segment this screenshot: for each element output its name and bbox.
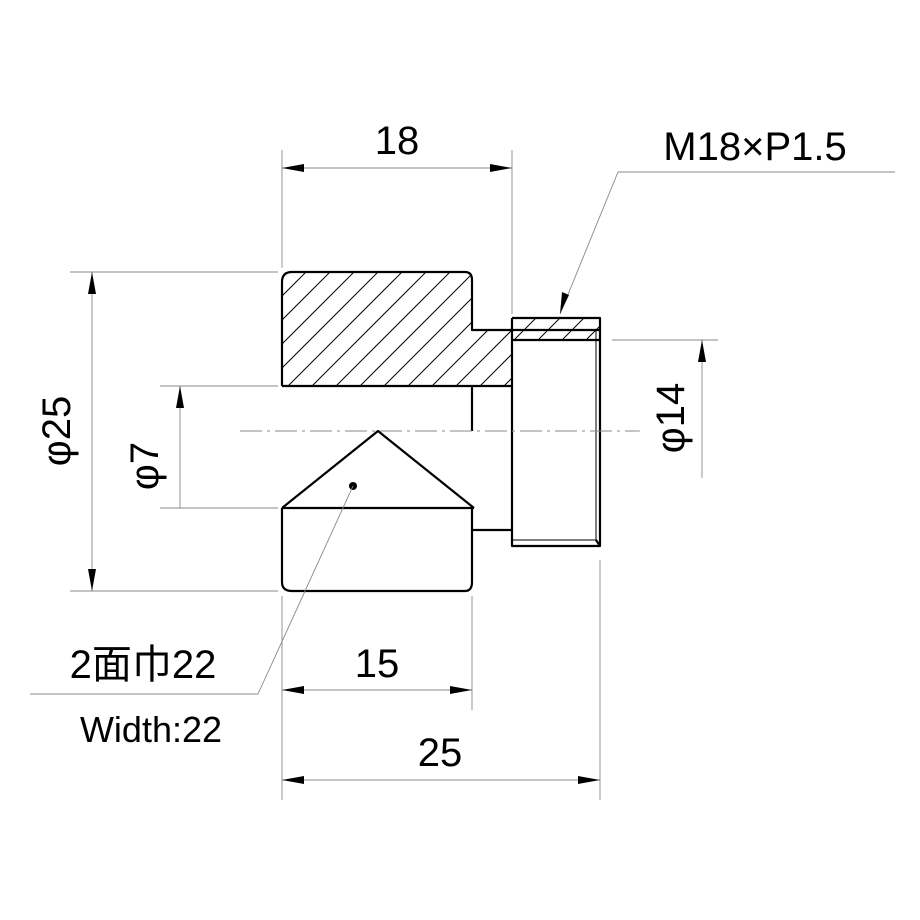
dim-text-thread: M18×P1.5 <box>663 125 846 169</box>
dim-text-18: 18 <box>375 119 420 163</box>
hatch-line <box>624 272 738 386</box>
dim-text-across-flats-en: Width:22 <box>80 709 222 750</box>
dimension-15 <box>282 686 472 694</box>
hatch-line <box>610 318 632 340</box>
hatch-line <box>282 272 283 386</box>
hatch-line <box>287 272 403 386</box>
dim-text-dia-7: φ7 <box>123 442 167 490</box>
dim-text-25: 25 <box>418 731 463 775</box>
dimension-25 <box>282 776 600 784</box>
dimension-dia-7 <box>176 386 184 508</box>
hatch-line <box>479 272 512 386</box>
section-hatching <box>282 272 738 386</box>
hatch-line <box>335 272 451 386</box>
hatch-line <box>282 272 307 386</box>
dim-text-dia-25: φ25 <box>35 396 79 466</box>
hatch-line <box>600 272 714 386</box>
dimension-dia-25 <box>88 272 96 591</box>
dim-text-across-flats-jp: 2面巾22 <box>70 643 217 687</box>
dim-text-dia-14: φ14 <box>649 383 693 453</box>
dim-text-15: 15 <box>355 642 400 686</box>
dimension-18 <box>282 164 512 172</box>
dimension-dia-14 <box>698 340 706 478</box>
hatch-line <box>359 272 475 386</box>
hatch-line <box>455 272 512 386</box>
hatch-line <box>311 272 427 386</box>
width-leader <box>30 482 357 695</box>
part-outline <box>280 270 602 593</box>
hatch-line <box>282 272 355 386</box>
extension-lines <box>70 150 718 800</box>
hatch-line <box>282 272 331 386</box>
thread-leader <box>559 171 895 315</box>
